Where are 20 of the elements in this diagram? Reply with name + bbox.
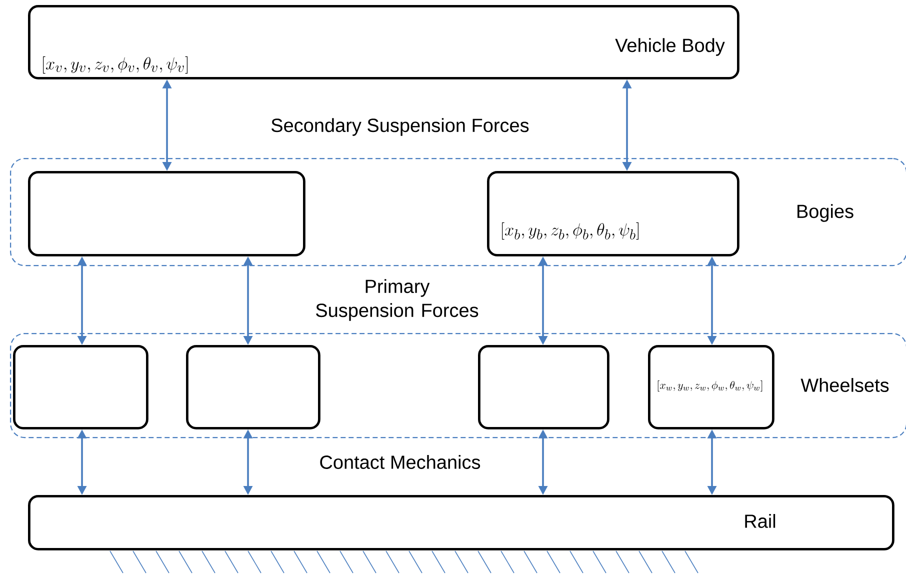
box-label: Rail <box>745 514 776 528</box>
state-vector-formula: $[x_w, y_w, z_w, \phi_w, \theta_w, \psi_w]$ <box>658 380 762 392</box>
rounded-box <box>487 171 740 256</box>
rounded-box <box>28 5 740 80</box>
state-vector-formula: $[x_b, y_b, z_b, \phi_b, \theta_b, \psi_b]$ <box>502 222 638 240</box>
dashed-group-band <box>10 158 906 266</box>
annotation-label: Contact Mechanics <box>320 455 480 469</box>
rounded-box <box>648 345 774 430</box>
dashed-group-band <box>10 333 906 438</box>
rounded-box <box>186 345 320 430</box>
rounded-box <box>28 495 894 550</box>
rounded-box <box>13 345 148 430</box>
box-label: Bogies <box>798 204 854 222</box>
box-label: Wheelsets <box>800 378 889 392</box>
state-vector-formula: $[x_v, y_v, z_v, \phi_v, \theta_v, \psi_v]$ <box>43 56 188 74</box>
annotation-label: Secondary Suspension Forces <box>272 118 529 136</box>
box-label: Vehicle Body <box>615 38 725 56</box>
rounded-box <box>478 345 610 430</box>
rounded-box <box>28 171 306 256</box>
annotation-label: Primary Suspension Forces <box>316 279 478 321</box>
